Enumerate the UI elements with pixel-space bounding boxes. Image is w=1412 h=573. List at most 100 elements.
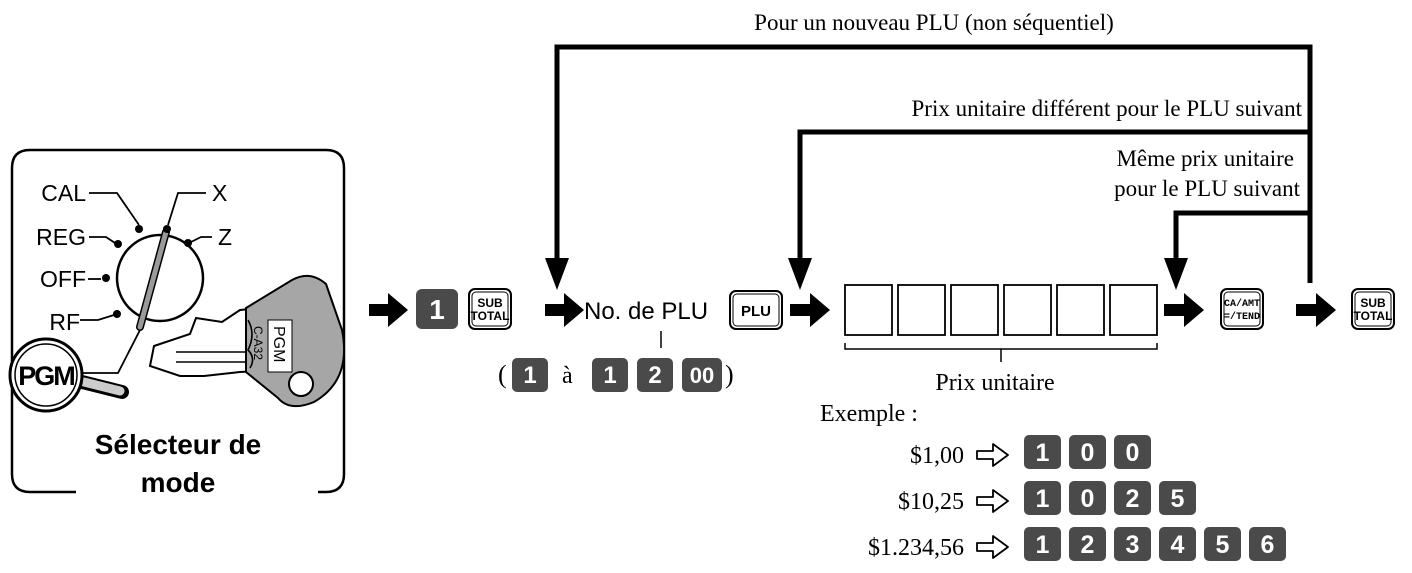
range-from-key: 1 [512, 358, 548, 392]
svg-text:TOTAL: TOTAL [1354, 309, 1393, 323]
example-key-label: 0 [1081, 439, 1095, 467]
panel-border [10, 148, 346, 494]
mode-label-reg: REG [36, 224, 86, 250]
example-rows: $1,00 1 0 0 $10,25 1 0 2 5 $1.234,56 1 2 3 4 5 6 [868, 435, 1286, 561]
example-arrow-icon [976, 535, 1009, 559]
example-key: 0 [1069, 481, 1106, 515]
svg-text:à: à [562, 363, 573, 389]
svg-text:PLU: PLU [741, 303, 771, 320]
svg-text:SUB: SUB [477, 296, 503, 310]
key-pgm-label: PGM [270, 326, 287, 362]
mode-label-x: X [212, 180, 227, 206]
unit-price-boxes [844, 284, 1158, 336]
example-key: 1 [1024, 481, 1061, 515]
example-key-label: 2 [1126, 485, 1140, 513]
price-digit-box [844, 284, 893, 336]
example-key: 1 [1024, 435, 1061, 469]
example-key-label: 1 [1036, 439, 1050, 467]
example-row: $10,25 1 0 2 5 [898, 481, 1196, 515]
example-amount: $1.234,56 [868, 535, 964, 561]
arrow-head-new-plu [545, 258, 569, 290]
example-key-label: 5 [1171, 485, 1185, 513]
example-key: 4 [1159, 527, 1196, 561]
svg-text:SUB: SUB [1360, 296, 1386, 310]
mode-key-icon: PGM C-A32 [148, 274, 346, 408]
price-digit-box [1003, 284, 1052, 336]
arrow-head-same-price [1164, 258, 1188, 290]
svg-text:2: 2 [648, 362, 661, 389]
price-digit-box [1056, 284, 1105, 336]
mode-label-z: Z [218, 224, 232, 250]
range-to-key-2: 2 [637, 358, 673, 392]
range-to-key-1: 1 [592, 358, 628, 392]
pgm-dial-label: PGM [18, 361, 74, 391]
price-digit-box [897, 284, 946, 336]
ca-amt-tend-key[interactable]: CA/AMT =/TEND [1220, 288, 1264, 330]
flow-arrow-1 [369, 293, 408, 327]
example-key: 5 [1204, 527, 1241, 561]
subtotal-key[interactable]: SUB TOTAL [468, 288, 512, 330]
example-amount: $10,25 [898, 489, 964, 515]
svg-text:(: ( [498, 360, 507, 389]
key-1[interactable]: 1 [416, 289, 458, 329]
example-key-label: 5 [1216, 531, 1230, 559]
example-key: 6 [1249, 527, 1286, 561]
inner-loop-label-line1: Même prix unitaire [1116, 146, 1294, 171]
svg-text:00: 00 [690, 363, 714, 388]
pgm-magnifier-icon: PGM [8, 337, 129, 413]
mid-loop-label: Prix unitaire différent pour le PLU suiv… [912, 96, 1303, 121]
example-arrow-icon [976, 443, 1009, 467]
key-1-label: 1 [429, 294, 445, 325]
example-key: 5 [1159, 481, 1196, 515]
mode-selector-caption-line1: Sélecteur de [95, 429, 262, 460]
svg-text:1: 1 [523, 362, 536, 389]
example-key: 0 [1114, 435, 1151, 469]
example-key-label: 0 [1081, 485, 1095, 513]
price-digit-box [1109, 284, 1158, 336]
subtotal-key-final[interactable]: SUB TOTAL [1351, 288, 1395, 330]
svg-text:CA/AMT: CA/AMT [1224, 298, 1260, 310]
example-key-label: 2 [1081, 531, 1095, 559]
example-key-label: 1 [1036, 531, 1050, 559]
mode-label-rf: RF [49, 309, 80, 335]
svg-text:): ) [725, 360, 734, 389]
loop-lines [554, 44, 1313, 283]
example-key: 2 [1114, 481, 1151, 515]
unit-price-label: Prix unitaire [935, 370, 1054, 396]
example-row: $1,00 1 0 0 [910, 435, 1151, 469]
example-label: Exemple : [820, 401, 918, 427]
mode-selector-panel: CAL REG OFF RF X Z PGM PGM C-A32 Sélecte… [8, 148, 346, 498]
range-to-key-3: 00 [682, 358, 722, 392]
mode-label-cal: CAL [41, 180, 86, 206]
example-key-label: 0 [1126, 439, 1140, 467]
arrow-head-different-price [788, 258, 812, 290]
flow-arrow-2 [545, 293, 584, 327]
svg-text:TOTAL: TOTAL [471, 309, 510, 323]
loop-different-price [797, 129, 1310, 262]
example-row: $1.234,56 1 2 3 4 5 6 [868, 527, 1286, 561]
example-key-label: 4 [1171, 531, 1185, 559]
mode-dial [115, 233, 205, 323]
loop-same-price [1173, 210, 1310, 262]
example-amount: $1,00 [910, 443, 964, 469]
example-key: 2 [1069, 527, 1106, 561]
example-key-label: 6 [1261, 531, 1275, 559]
example-key: 1 [1024, 527, 1061, 561]
mode-selector-caption-line2: mode [141, 467, 216, 498]
example-key: 3 [1114, 527, 1151, 561]
price-digit-box [950, 284, 999, 336]
inner-loop-label-line2: pour le PLU suivant [1114, 176, 1301, 201]
mode-label-off: OFF [40, 266, 86, 292]
example-arrow-icon [976, 489, 1009, 513]
plu-range: ( 1 à 1 2 00 ) [498, 358, 734, 392]
unit-price-brace [844, 343, 1158, 350]
example-key-label: 3 [1126, 531, 1140, 559]
svg-text:=/TEND: =/TEND [1224, 311, 1260, 323]
top-loop-label: Pour un nouveau PLU (non séquentiel) [754, 10, 1114, 35]
example-key-label: 1 [1036, 485, 1050, 513]
svg-text:1: 1 [603, 362, 616, 389]
flow-arrow-5 [1296, 293, 1336, 327]
example-key: 0 [1069, 435, 1106, 469]
plu-key[interactable]: PLU [729, 290, 783, 330]
